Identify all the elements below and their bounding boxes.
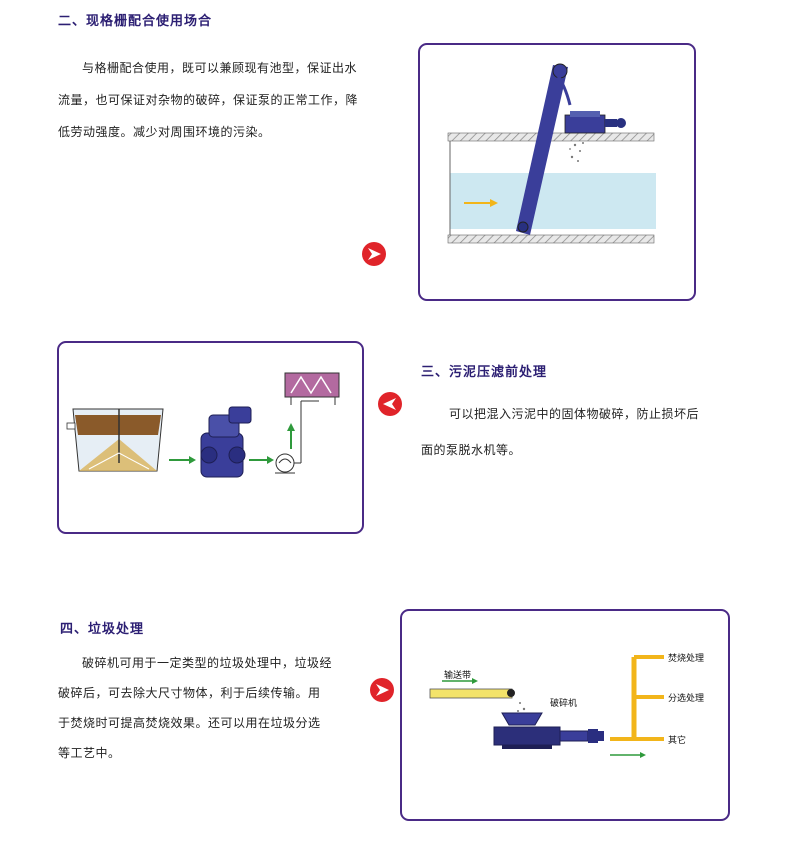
section2-text: 与格栅配合使用，既可以兼顾现有池型，保证出水 流量，也可保证对杂物的破碎，保证泵… [58,52,398,148]
crusher-on-platform [564,111,626,134]
output-other: 其它 [668,736,687,746]
crusher-machine [200,406,252,478]
flow-arrow-1 [169,456,196,464]
pump-icon [275,400,319,474]
section3-line-1: 可以把混入污泥中的固体物破碎，防止损坏后 [449,407,700,421]
crusher-label: 破碎机 [550,699,578,709]
section3-heading: 三、污泥压滤前处理 [421,365,548,380]
section3-line-2: 面的泵脱水机等。 [421,443,522,457]
section4-line-2: 破碎后，可去除大尺寸物体，利于后续传输。用 [58,686,321,700]
section2-heading: 二、现格栅配合使用场合 [58,14,213,29]
flow-arrow [464,199,498,207]
water-channel [450,173,656,229]
section2-line-1: 与格栅配合使用，既可以兼顾现有池型，保证出水 [82,61,358,75]
debris [517,702,526,712]
conveyor-belt [429,678,515,699]
grating-machine [516,63,572,235]
section2-line-2: 流量，也可保证对杂物的破碎，保证泵的正常工作，降 [58,93,359,107]
settling-tank [66,408,164,472]
section4-line-1: 破碎机可用于一定类型的垃圾处理中，垃圾经 [82,656,333,670]
section4-text: 破碎机可用于一定类型的垃圾处理中，垃圾经 破碎后，可去除大尺寸物体，利于后续传输… [58,648,358,768]
chevron-right-icon [362,242,386,266]
flow-arrow-up [287,423,295,449]
chevron-left-icon [378,392,402,416]
output-sorting: 分选处理 [668,694,705,704]
debris [569,142,584,162]
crusher-machine [493,712,604,749]
section2-line-3: 低劳动强度。减少对周围环境的污染。 [58,125,271,139]
section4-line-4: 等工艺中。 [58,746,121,760]
sludge-diagram-panel [57,341,364,534]
channel-floor [447,234,655,244]
flow-arrow-2 [249,456,274,464]
flow-arrow-out [610,752,646,758]
chevron-right-icon [370,678,394,702]
waste-diagram [429,655,664,758]
output-branches [610,655,664,741]
section3-text: 可以把混入污泥中的固体物破碎，防止损坏后 面的泵脱水机等。 [421,396,751,468]
conveyor-label: 输送带 [444,671,472,681]
grating-diagram-panel [418,43,696,301]
grating-diagram [447,63,656,244]
filter-press [284,372,340,405]
section4-heading: 四、垃圾处理 [60,622,145,637]
output-incineration: 焚烧处理 [668,654,705,664]
section4-line-3: 于焚烧时可提高焚烧效果。还可以用在垃圾分选 [58,716,321,730]
sludge-diagram [66,372,340,478]
waste-diagram-panel: 输送带 破碎机 焚烧处理 分选处理 其它 [400,609,730,821]
